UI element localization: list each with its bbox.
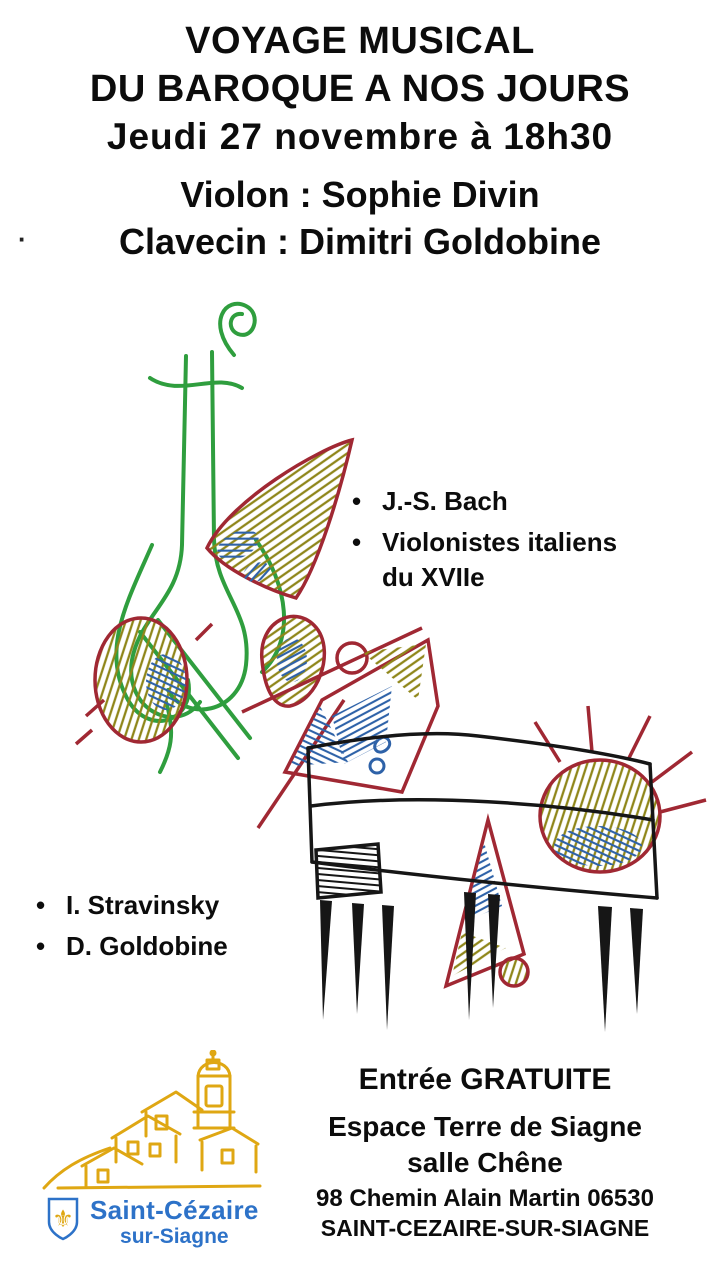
bullet-icon: • — [36, 890, 46, 920]
venue-name: Espace Terre de Siagne — [328, 1111, 642, 1142]
city-name: SAINT-CEZAIRE-SUR-SIAGNE — [320, 1214, 650, 1241]
entry-fee: Entrée GRATUITE — [358, 1063, 612, 1096]
town-logo: ⚜ Saint-Cézaire sur-Siagne — [30, 1050, 280, 1248]
list-item: • J.-S. Bach — [352, 484, 682, 518]
poster-header: VOYAGE MUSICAL DU BAROQUE A NOS JOURS Je… — [0, 18, 720, 266]
list-item: • I. Stravinsky — [36, 888, 336, 922]
bullet-icon: • — [352, 527, 362, 558]
town-name-block: Saint-Cézaire sur-Siagne — [90, 1196, 259, 1248]
town-name: Saint-Cézaire — [90, 1195, 259, 1225]
performer-violin: Violon : Sophie Divin — [180, 174, 540, 216]
coat-of-arms-icon: ⚜ — [47, 1197, 79, 1241]
harpsichord-sketch — [306, 731, 659, 1032]
program-entry-stravinsky: I. Stravinsky — [66, 890, 220, 920]
fleur-de-lis-icon: ⚜ — [52, 1206, 74, 1233]
stray-mark: · — [18, 224, 27, 254]
violin-accents — [74, 437, 423, 829]
list-item: • D. Goldobine — [36, 929, 336, 963]
program-entry-violonistes: Violonistes italiens du XVIIe — [382, 527, 618, 592]
performer-harpsichord: Clavecin : Dimitri Goldobine — [118, 221, 602, 263]
title-line-2: DU BAROQUE A NOS JOURS — [89, 67, 631, 110]
list-item: • Violonistes italiens du XVIIe — [352, 525, 682, 594]
street-address: 98 Chemin Alain Martin 06530 — [316, 1184, 654, 1212]
village-illustration — [42, 1050, 262, 1190]
performers-block: Violon : Sophie Divin Clavecin : Dimitri… — [0, 172, 720, 266]
date-line: Jeudi 27 novembre à 18h30 — [106, 115, 614, 157]
bullet-icon: • — [36, 931, 46, 962]
venue-room: salle Chêne — [407, 1146, 563, 1178]
bullet-icon: • — [352, 486, 362, 516]
program-baroque-list: • J.-S. Bach • Violonistes italiens du X… — [352, 484, 682, 601]
program-entry-bach: J.-S. Bach — [382, 486, 508, 516]
town-name-suffix: sur-Siagne — [120, 1224, 229, 1248]
poster-footer: Entrée GRATUITE Espace Terre de Siagne s… — [275, 1060, 695, 1244]
program-modern-list: • I. Stravinsky • D. Goldobine — [36, 888, 336, 971]
logo-text-row: ⚜ Saint-Cézaire sur-Siagne — [46, 1196, 280, 1248]
program-entry-goldobine: D. Goldobine — [66, 931, 228, 962]
title-line-1: VOYAGE MUSICAL — [185, 20, 535, 62]
